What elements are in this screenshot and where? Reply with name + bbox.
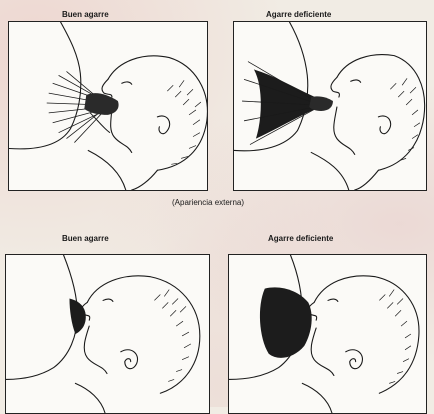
- top-good-latch-label: Buen agarre: [62, 10, 109, 20]
- good-latch-external-drawing: [6, 255, 209, 413]
- top-poor-latch-illustration: [233, 21, 427, 191]
- top-good-latch-illustration: [8, 21, 208, 191]
- good-latch-internal-drawing: [9, 22, 207, 190]
- external-appearance-caption: (Apariencia externa): [172, 198, 244, 208]
- bottom-poor-latch-label: Agarre deficiente: [268, 234, 333, 244]
- bottom-good-latch-illustration: [5, 254, 210, 414]
- poor-latch-external-drawing: [229, 255, 426, 413]
- top-poor-latch-label: Agarre deficiente: [266, 10, 331, 20]
- poor-latch-internal-drawing: [234, 22, 426, 190]
- bottom-poor-latch-illustration: [228, 254, 427, 414]
- bottom-good-latch-label: Buen agarre: [62, 234, 109, 244]
